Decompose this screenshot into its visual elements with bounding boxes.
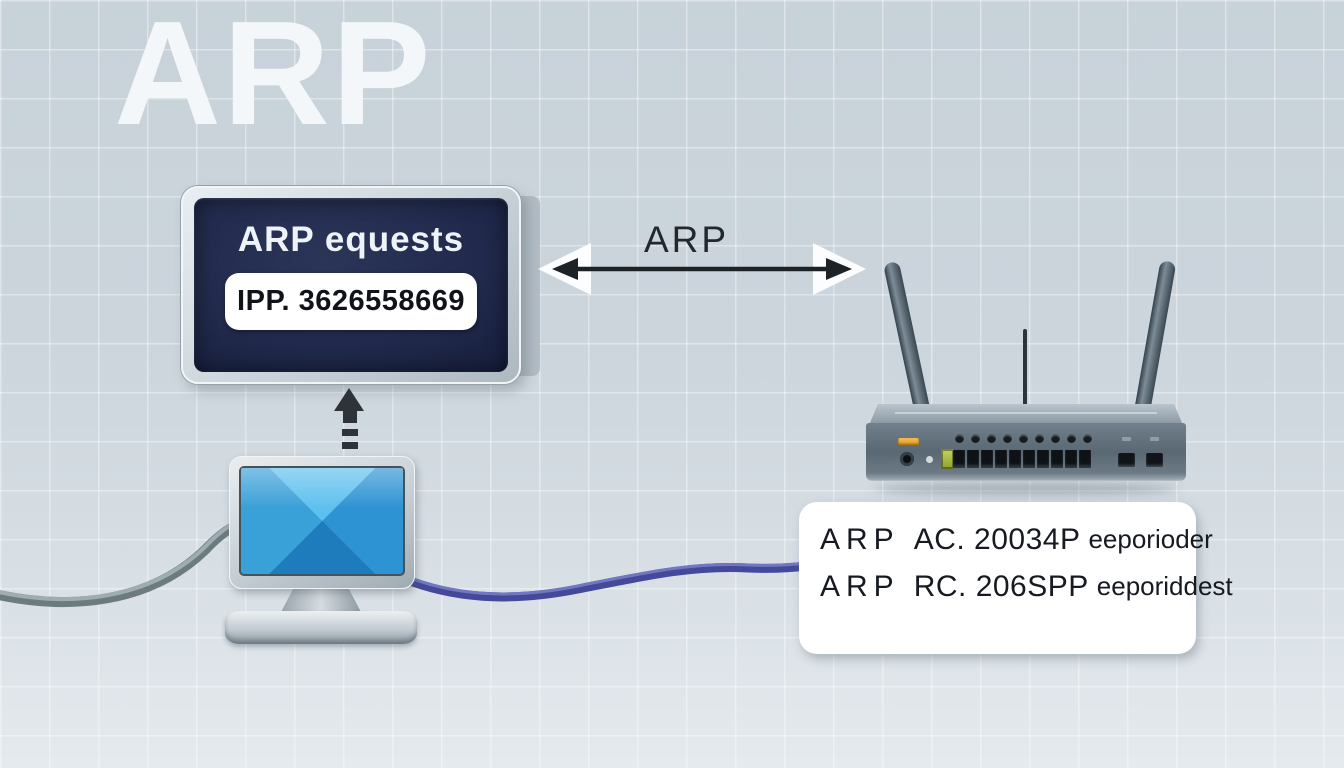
lan-port-icon [967,450,979,468]
arrow-left-white-head-icon [538,243,591,295]
arrow-right-black-head-icon [826,258,852,280]
port-knob-icon [1003,434,1012,443]
ip-address-pill: IPP. 3626558669 [225,273,477,330]
lan-port-icon [1037,450,1049,468]
port-knob-row [955,434,1092,443]
up-arrow-dash [342,429,358,436]
lan-port-icon [1009,450,1021,468]
port-knob-icon [987,434,996,443]
computer-illustration [220,450,435,655]
port-label-mark [1122,437,1131,441]
monitor-screen [239,466,405,576]
port-knob-icon [1035,434,1044,443]
lan-port-icon [1023,450,1035,468]
ethernet-cable-gray-highlight [0,517,254,602]
router-antenna-left-icon [883,260,933,425]
protocol-label: ARP [820,522,900,556]
monitor-stand-neck [280,589,362,614]
arp-entry-row: ARP RC. 206SPP eeporiddest [820,563,1233,610]
port-knob-icon [955,434,964,443]
up-arrow-dash [342,442,358,449]
entry-code: RC. 206SPP [913,569,1089,603]
entry-note: eeporioder [1088,524,1213,554]
arp-request-panel: ARP equests IPP. 3626558669 [181,186,521,384]
port-knob-icon [1019,434,1028,443]
up-arrow-shaft [343,411,357,423]
lan-port-icon [953,450,965,468]
lan-ports-row [953,450,1091,468]
lan-port-icon [981,450,993,468]
arp-table-card: ARP AC. 20034P eeporioder ARP RC. 206SPP… [799,502,1233,654]
ethernet-cable-blue [397,561,811,602]
panel-screen: ARP equests IPP. 3626558669 [194,198,508,372]
router-top-face [870,404,1182,423]
wan-port-icon [1146,453,1163,467]
entry-code: AC. 20034P [913,522,1081,556]
lan-port-icon [1079,450,1091,468]
port-label-mark [1150,437,1159,441]
router-illustration [860,255,1194,505]
ip-address-text: IPP. 3626558669 [237,285,465,317]
router-front-face [866,423,1186,481]
port-knob-icon [1051,434,1060,443]
port-knob-icon [1083,434,1092,443]
monitor-stand-base [225,611,417,644]
up-arrow-icon [334,388,366,449]
usb-port-icon [898,438,919,446]
power-jack-icon [900,452,914,466]
router-shadow [874,483,1178,495]
ethernet-cable-blue-highlight [400,561,808,596]
lan-port-icon [995,450,1007,468]
up-arrow-head [334,388,364,411]
arp-link-label: ARP [644,219,730,260]
arrow-left-black-head-icon [552,258,578,280]
arrow-right-white-head-icon [813,243,866,295]
reset-button-icon [926,456,933,463]
ethernet-cable-gray [0,517,257,608]
router-antenna-center-icon [1023,329,1027,425]
lan-port-icon [1051,450,1063,468]
page-title: ARP [114,0,433,156]
entry-note: eeporiddest [1096,571,1233,601]
router-antenna-right-icon [1132,260,1177,425]
arp-entry-row: ARP AC. 20034P eeporioder [820,516,1213,563]
lan-port-icon [1065,450,1077,468]
panel-heading: ARP equests [237,220,465,259]
console-port-icon [941,449,954,469]
port-knob-icon [1067,434,1076,443]
wan-port-icon [1118,453,1135,467]
monitor-frame [229,456,415,589]
protocol-label: ARP [820,569,900,603]
port-knob-icon [971,434,980,443]
